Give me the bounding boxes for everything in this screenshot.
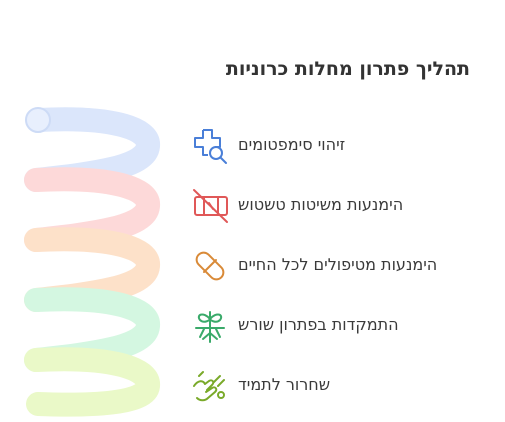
spiral-top-cap <box>25 107 51 133</box>
step-label: התמקדות בפתרון שורש <box>238 315 399 334</box>
step-symptom-identification: זיהוי סימפטומים <box>186 126 486 166</box>
medical-search-icon <box>194 129 227 164</box>
step-label: שחרור לתמיד <box>238 375 331 394</box>
diagram-title: תהליך פתרון מחלות כרוניות <box>225 58 470 80</box>
released-hand-icon <box>193 371 225 402</box>
step-label: הימנעות מטיפולים לכל החיים <box>238 255 438 274</box>
step-avoid-masking: הימנעות משיטות טשטוש <box>186 186 486 226</box>
spiral-coil-5 <box>24 347 160 417</box>
spiral-graphic <box>24 107 160 417</box>
sprout-roots-icon <box>195 311 225 343</box>
pill-icon <box>195 251 225 281</box>
step-root-solution: התמקדות בפתרון שורש <box>186 306 486 346</box>
step-label: הימנעות משיטות טשטוש <box>238 195 404 214</box>
crossed-bandage-icon <box>193 189 228 223</box>
step-label: זיהוי סימפטומים <box>238 135 346 154</box>
step-avoid-lifelong-treatment: הימנעות מטיפולים לכל החיים <box>186 246 486 286</box>
step-permanent-release: שחרור לתמיד <box>186 366 486 406</box>
